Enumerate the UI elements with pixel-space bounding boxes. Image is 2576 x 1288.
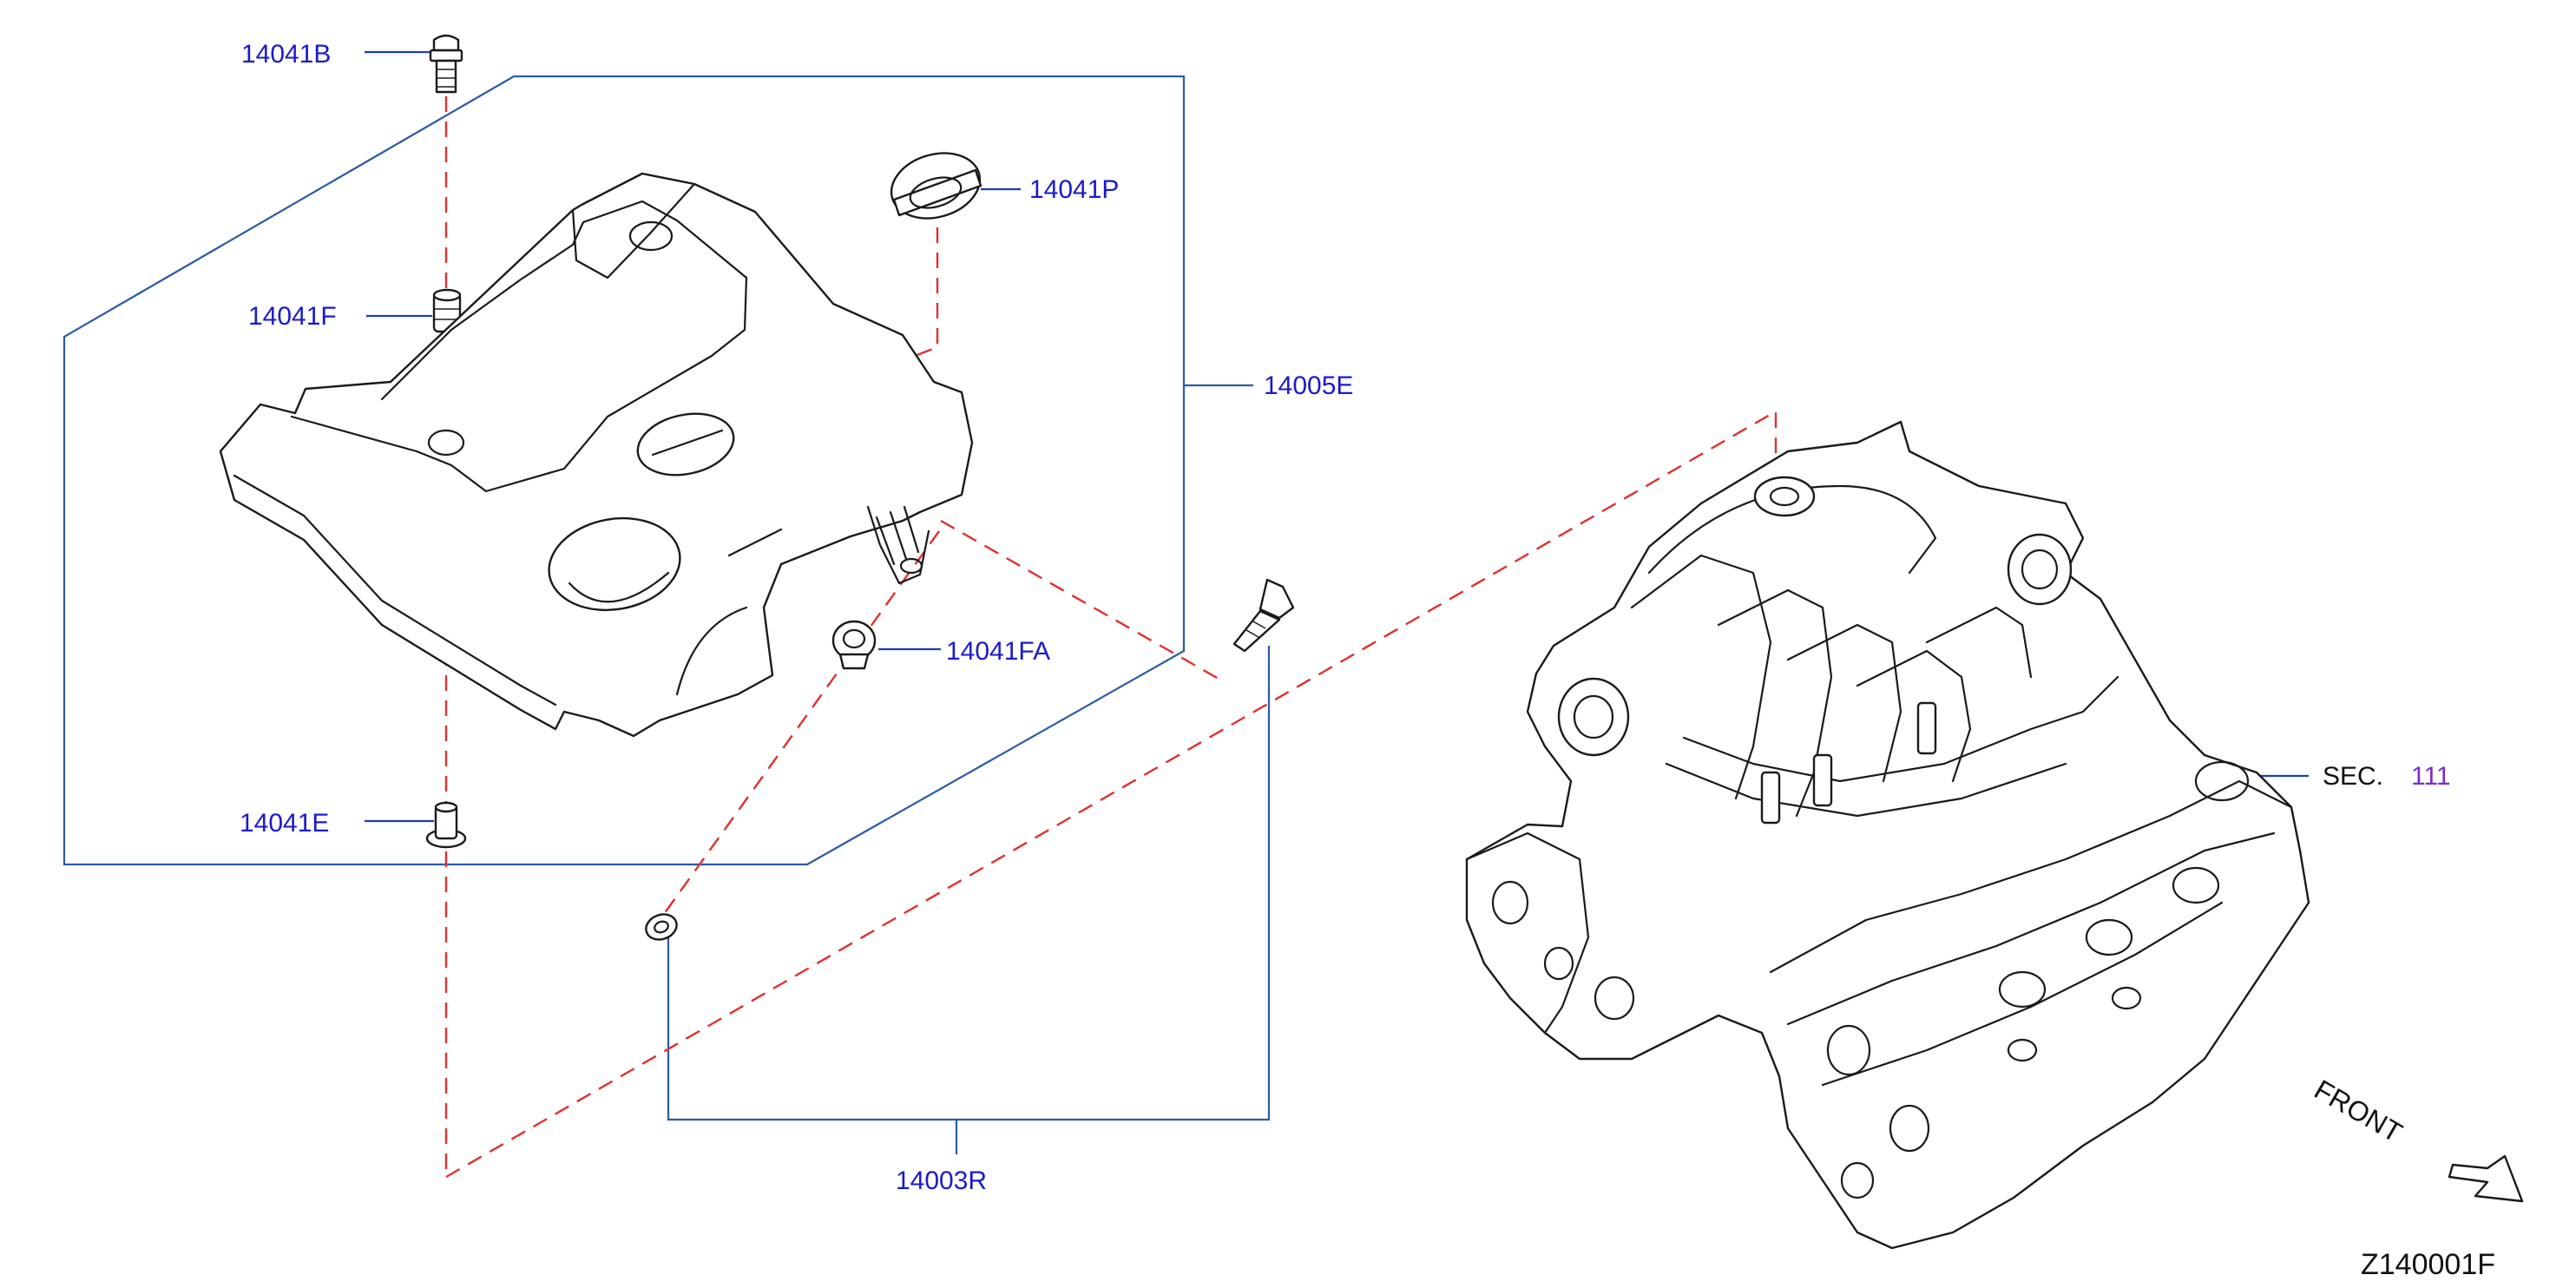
part-label-14005e: 14005E <box>1264 371 1353 400</box>
diagram-code: Z140001F <box>2361 1248 2495 1281</box>
cover-group-bracket <box>62 75 1271 1154</box>
part-label-14041b: 14041B <box>241 40 331 69</box>
assembly-dashed-lines <box>444 71 1778 1179</box>
part-label-14041fa: 14041FA <box>946 637 1050 666</box>
bolt-14041b-drawing <box>429 34 463 94</box>
engine-cover-14005e-drawing <box>219 172 974 738</box>
front-arrow-icon <box>2448 1154 2524 1203</box>
clip-14041fa-drawing <box>831 620 877 670</box>
bolt-14003r-drawing <box>1232 578 1295 653</box>
washer-drawing <box>645 913 678 941</box>
section-number-link[interactable]: 111 <box>2411 762 2451 791</box>
grommet-14041e-drawing <box>425 801 467 849</box>
engine-assembly-drawing <box>1465 420 2310 1250</box>
part-label-14041e: 14041E <box>240 809 329 838</box>
part-label-14041f: 14041F <box>248 302 337 331</box>
part-label-14003r: 14003R <box>896 1166 987 1195</box>
part-label-14041p: 14041P <box>1029 175 1119 204</box>
section-prefix: SEC. <box>2323 762 2383 791</box>
oil-cap-14041p-drawing <box>890 152 982 220</box>
front-direction-label: FRONT <box>2310 1074 2408 1148</box>
